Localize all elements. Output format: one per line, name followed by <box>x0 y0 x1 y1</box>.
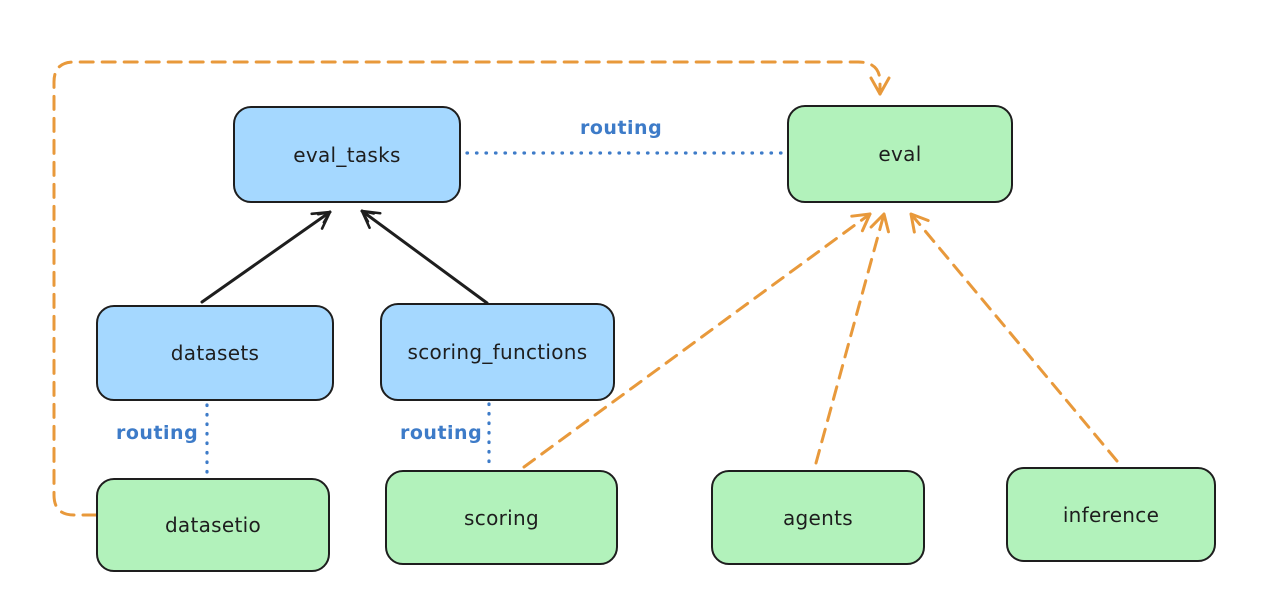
edge-label-routing-middle: routing <box>400 422 483 444</box>
node-datasetio: datasetio <box>96 478 330 572</box>
edge-inference-to-eval <box>909 212 1119 463</box>
node-eval-tasks-label: eval_tasks <box>293 142 401 167</box>
node-agents-label: agents <box>783 505 853 530</box>
node-scoring-label: scoring <box>464 505 539 530</box>
node-inference: inference <box>1006 467 1216 562</box>
node-datasetio-label: datasetio <box>164 513 262 537</box>
node-inference-label: inference <box>1062 502 1160 527</box>
node-agents: agents <box>711 470 925 565</box>
node-datasets-label: datasets <box>170 341 260 365</box>
edge-scoring-functions-to-eval-tasks <box>360 209 489 305</box>
node-scoring-functions: scoring_functions <box>380 303 615 401</box>
edge-datasetio-to-eval <box>52 60 891 517</box>
node-scoring: scoring <box>385 470 618 565</box>
edge-datasets-to-eval-tasks <box>200 210 332 304</box>
edge-label-routing-left: routing <box>116 422 199 444</box>
node-datasets: datasets <box>96 305 334 401</box>
edge-agents-to-eval <box>814 212 890 465</box>
node-eval: eval <box>787 105 1013 203</box>
edge-label-routing-top: routing <box>580 117 663 139</box>
edge-scoring-to-eval <box>522 212 872 469</box>
node-eval-label: eval <box>878 142 922 166</box>
node-scoring-functions-label: scoring_functions <box>407 340 588 364</box>
node-eval-tasks: eval_tasks <box>233 106 461 203</box>
